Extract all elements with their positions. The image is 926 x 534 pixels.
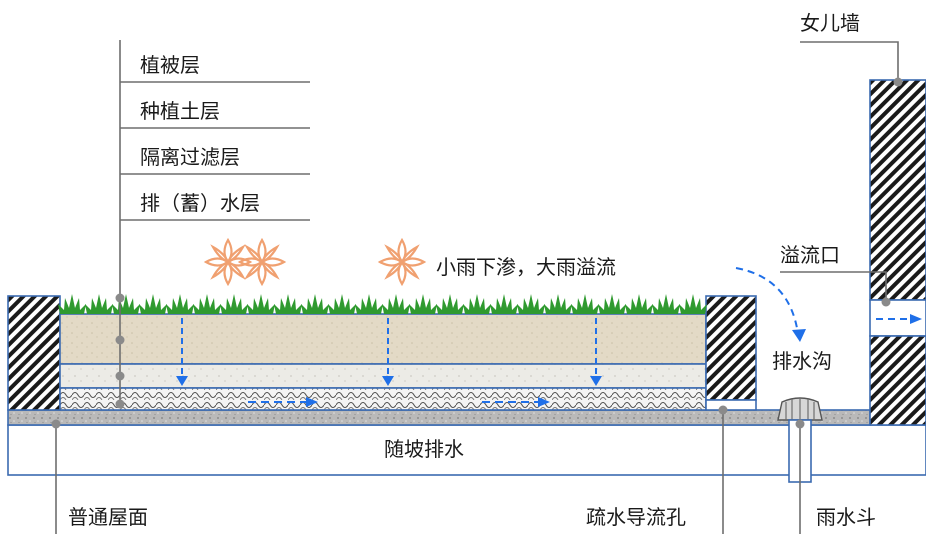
- roof-leader: [51, 419, 61, 534]
- rain-hopper-leader: [795, 419, 805, 534]
- label-drainage-storage: 排（蓄）水层: [140, 191, 260, 215]
- grass-tuft: [409, 294, 437, 314]
- grass-tuft: [193, 294, 221, 314]
- grass-tuft: [58, 294, 86, 314]
- drainage-layer: [59, 387, 707, 411]
- grass-tuft: [652, 294, 680, 314]
- middle-curb-wall: [705, 295, 757, 401]
- grass-tuft: [490, 294, 518, 314]
- label-gutter: 排水沟: [772, 349, 832, 373]
- screed-layer: [7, 409, 871, 426]
- left-curb-wall: [7, 295, 61, 411]
- arrow-icon: [590, 318, 602, 386]
- label-overflow: 溢流口: [780, 243, 840, 267]
- arrow-icon: [248, 397, 318, 407]
- overflow-leader: [780, 271, 891, 307]
- arrow-icon: [876, 314, 922, 324]
- grass-tuft: [598, 294, 626, 314]
- grass-tuft: [328, 294, 356, 314]
- grass-tuft: [220, 294, 248, 314]
- grass-tuft: [382, 294, 410, 314]
- label-filter-layer: 隔离过滤层: [140, 145, 240, 169]
- label-rain-hopper: 雨水斗: [816, 505, 876, 529]
- grass-tuft: [139, 294, 167, 314]
- grass-tuft: [301, 294, 329, 314]
- grass-tuft: [85, 294, 113, 314]
- flower-icon: [237, 237, 287, 287]
- arrow-icon: [176, 318, 188, 386]
- grass-tuft: [463, 294, 491, 314]
- grass-tuft: [544, 294, 572, 314]
- grass-tuft: [274, 294, 302, 314]
- grass-tuft: [625, 294, 653, 314]
- grass-tuft: [436, 294, 464, 314]
- flower-icon: [203, 237, 253, 287]
- weep-hole-leader: [718, 405, 728, 534]
- planting-soil-layer: [59, 313, 707, 365]
- grass-icon: [58, 294, 707, 314]
- label-planting-soil: 种植土层: [140, 99, 220, 123]
- grass-tuft: [166, 294, 194, 314]
- grass-tuft: [247, 294, 275, 314]
- parapet-leader: [800, 41, 903, 87]
- label-vegetation: 植被层: [140, 53, 200, 77]
- parapet-wall: [869, 79, 926, 301]
- label-slope-drain: 随坡排水: [384, 437, 464, 461]
- grass-tuft: [355, 294, 383, 314]
- grass-tuft: [679, 294, 707, 314]
- arrow-icon: [735, 267, 806, 342]
- arrow-icon: [482, 397, 550, 407]
- layer-label-leaders: [115, 40, 310, 409]
- label-roof: 普通屋面: [68, 505, 148, 529]
- grass-tuft: [571, 294, 599, 314]
- weep-hole: [705, 399, 757, 411]
- arrow-icon: [382, 318, 394, 386]
- parapet-wall-lower: [869, 335, 926, 426]
- label-weep-hole: 疏水导流孔: [586, 505, 686, 529]
- flower-icon: [377, 237, 427, 287]
- roof-slab: [7, 424, 926, 476]
- grass-tuft: [517, 294, 545, 314]
- label-parapet: 女儿墙: [800, 11, 860, 35]
- label-rain-note: 小雨下渗，大雨溢流: [436, 255, 616, 279]
